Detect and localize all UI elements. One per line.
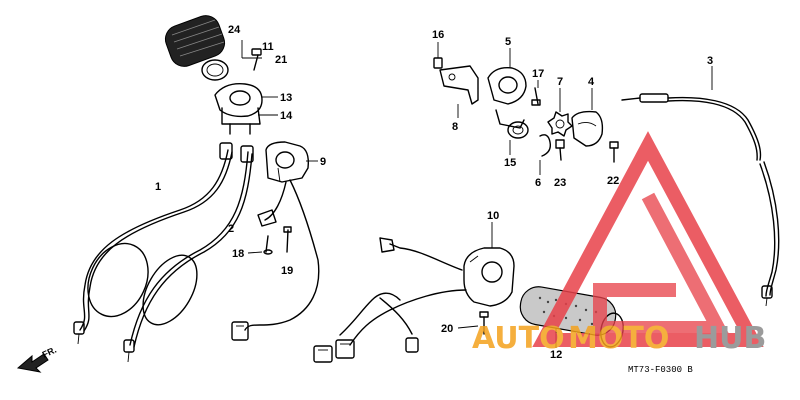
part-16-bolt [433, 42, 443, 69]
callout-leader-20 [457, 325, 479, 329]
part-13-14-throttle-housing [214, 83, 263, 135]
callout-11: 11 [262, 41, 274, 53]
callout-21: 21 [275, 54, 287, 66]
part-7-star-washer [547, 88, 573, 137]
part-19-screw [283, 226, 292, 253]
part-9-switch-housing [231, 141, 320, 341]
callout-20: 20 [441, 323, 453, 335]
callout-15: 15 [504, 157, 516, 169]
front-marker-text: FR. [41, 345, 58, 360]
callout-16: 16 [432, 29, 444, 41]
callout-10: 10 [487, 210, 499, 222]
watermark-logo: AUTO MOTO HUB [472, 131, 766, 356]
part-8-bracket [439, 65, 479, 118]
part-3-cable [621, 66, 780, 307]
part-11-21-screw [241, 40, 262, 71]
callout-4: 4 [588, 76, 595, 88]
callout-18: 18 [232, 248, 244, 260]
part-18-screw [263, 235, 273, 255]
callout-12: 12 [550, 349, 562, 361]
callout-13: 13 [280, 92, 292, 104]
callout-17: 17 [532, 68, 544, 80]
watermark-text-moto: MOTO [568, 321, 669, 356]
callout-19: 19 [281, 265, 293, 277]
part-6-spring [539, 134, 552, 175]
callout-7: 7 [557, 76, 563, 88]
front-direction-arrow [16, 353, 49, 373]
part-22-screw [609, 141, 619, 163]
part-20-screw [479, 311, 489, 335]
callout-labels: 24 11 21 13 14 9 1 2 18 19 16 5 17 7 4 3… [155, 24, 713, 361]
callout-2: 2 [228, 223, 234, 235]
callout-23: 23 [554, 177, 566, 189]
part-17-screw [531, 80, 541, 106]
callout-14: 14 [280, 110, 293, 122]
part-10-switch-housing [313, 222, 515, 363]
watermark-text-auto: AUTO [472, 321, 565, 356]
callout-leader-13-14 [258, 96, 278, 116]
part-5-cable-drum-housing [487, 48, 527, 105]
callout-6: 6 [535, 177, 541, 189]
diagram-code: MT73-F0300 B [628, 365, 693, 375]
watermark-text-hub: HUB [694, 321, 766, 356]
callout-3: 3 [707, 55, 713, 67]
part-4-switch-cover [571, 88, 604, 147]
part-1-2-throttle-cables [73, 142, 254, 363]
part-15-bushing [495, 109, 529, 155]
callout-24: 24 [228, 24, 241, 36]
callout-1: 1 [155, 181, 161, 193]
callout-5: 5 [505, 36, 511, 48]
callout-9: 9 [320, 156, 326, 168]
callout-8: 8 [452, 121, 458, 133]
part-23-screw [555, 139, 565, 161]
callout-22: 22 [607, 175, 619, 187]
callout-leader-18 [247, 251, 263, 254]
part-24-throttle-grip [164, 15, 229, 81]
